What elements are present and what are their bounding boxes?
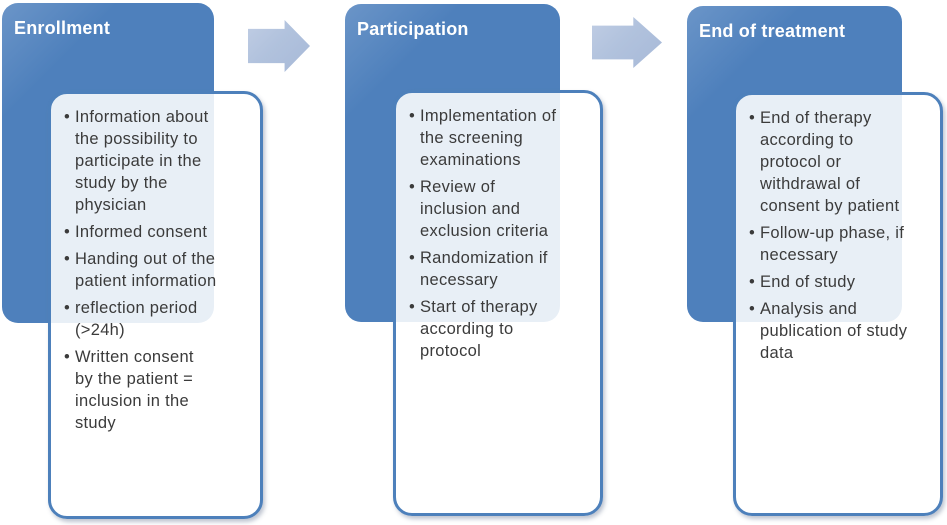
bullet-item: End of therapy according to protocol or … <box>750 107 934 217</box>
stage-title-participation: Participation <box>357 19 469 39</box>
bullet-item: Handing out of the patient information <box>65 248 254 292</box>
bullet-item: reflection period (>24h) <box>65 297 254 341</box>
bullet-list-enrollment: Information about the possibility to par… <box>51 94 260 442</box>
stage-details-end-of-treatment: End of therapy according to protocol or … <box>733 92 943 516</box>
right-arrow-icon <box>248 20 310 72</box>
stage-title-end-of-treatment: End of treatment <box>699 21 846 41</box>
bullet-item: Analysis and publication of study data <box>750 298 934 364</box>
bullet-item: End of study <box>750 271 934 293</box>
stage-details-participation: Implementation of the screening examinat… <box>393 90 603 516</box>
bullet-item: Information about the possibility to par… <box>65 106 254 216</box>
bullet-item: Review of inclusion and exclusion criter… <box>410 176 594 242</box>
bullet-item: Follow-up phase, if necessary <box>750 222 934 266</box>
bullet-item: Implementation of the screening examinat… <box>410 105 594 171</box>
bullet-item: Written consent by the patient = inclusi… <box>65 346 254 434</box>
bullet-item: Randomization if necessary <box>410 247 594 291</box>
bullet-item: Informed consent <box>65 221 254 243</box>
stage-title-enrollment: Enrollment <box>14 18 111 38</box>
bullet-list-participation: Implementation of the screening examinat… <box>396 93 600 370</box>
stage-details-enrollment: Information about the possibility to par… <box>48 91 263 519</box>
right-arrow-icon <box>592 17 662 68</box>
bullet-list-end-of-treatment: End of therapy according to protocol or … <box>736 95 940 372</box>
bullet-item: Start of therapy according to protocol <box>410 296 594 362</box>
